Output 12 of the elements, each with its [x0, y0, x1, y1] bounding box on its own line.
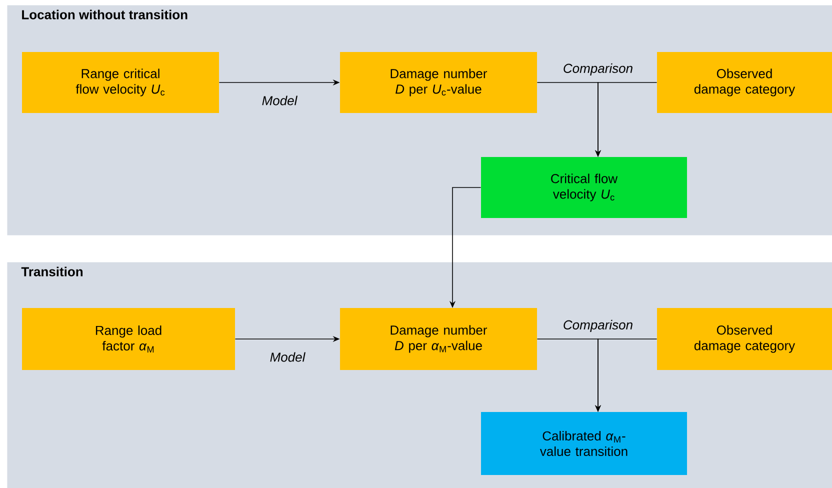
- process-box: Observed damage category: [657, 308, 832, 370]
- process-box: Critical flow velocity U$_{c}$: [481, 157, 687, 218]
- process-box: Damage number D per α$_{M}$-value: [340, 308, 537, 370]
- process-box: Range critical flow velocity U$_{c}$: [22, 52, 219, 113]
- process-box: Range load factor α$_{M}$: [22, 308, 235, 370]
- process-box: Damage number D per U$_{c}$-value: [340, 52, 537, 113]
- edge-label: Model: [268, 351, 306, 363]
- process-box: Calibrated α$_{M}$-value transition: [481, 412, 687, 475]
- edge-label: Comparison: [562, 318, 634, 334]
- edge-label: Comparison: [562, 62, 634, 77]
- process-box: Observed damage category: [657, 52, 832, 113]
- edge-label: Model: [260, 94, 298, 106]
